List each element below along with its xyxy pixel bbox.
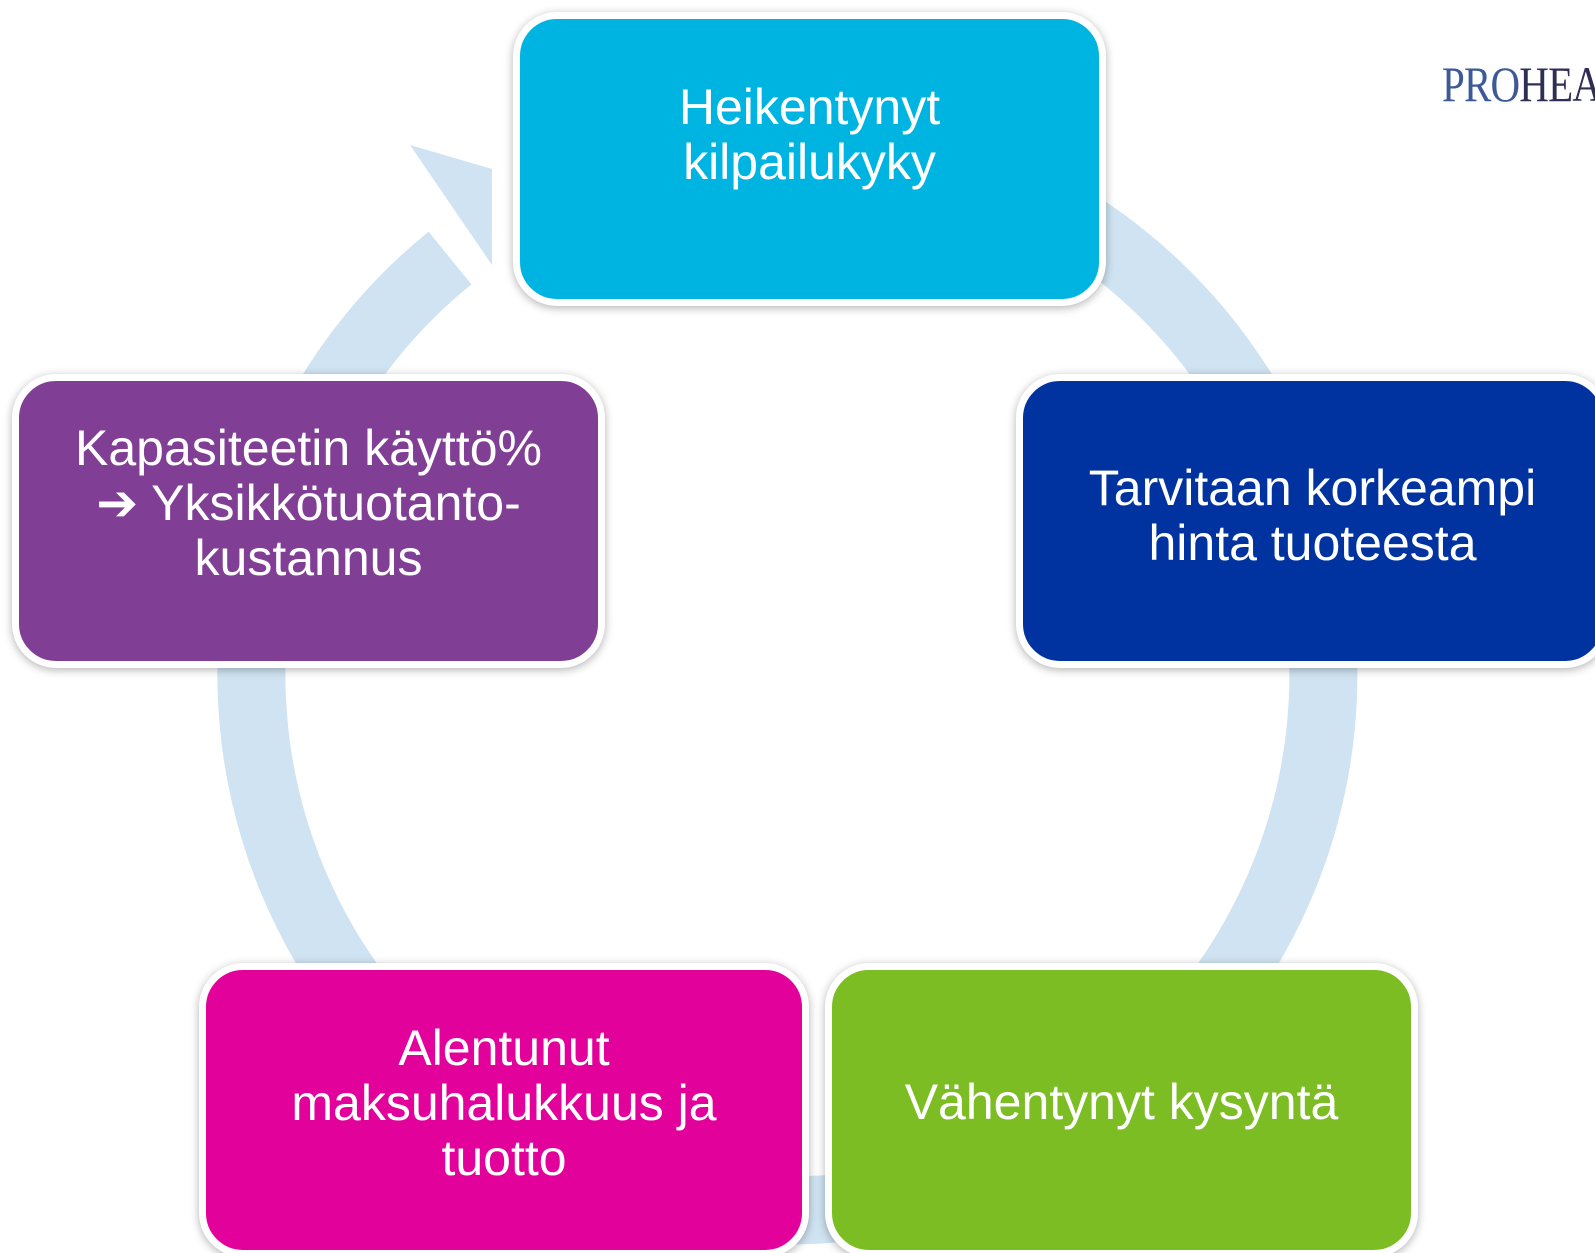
node-label-line: kilpailukyky (683, 134, 936, 190)
company-logo: PROHEA (1442, 54, 1595, 114)
node-label: Vähentynyt kysyntä (904, 1073, 1339, 1130)
node-label-line: Alentunut (398, 1019, 610, 1076)
node-tarvitaan-korkeampi-hinta: Tarvitaan korkeampi hinta tuoteesta (1016, 374, 1595, 668)
node-label-line: tuotto (441, 1129, 567, 1186)
node-label: Tarvitaan korkeampi hinta tuoteesta (1089, 461, 1536, 571)
node-label-line: Tarvitaan korkeampi (1088, 460, 1537, 516)
node-label-line: ➔ Yksikkötuotanto- (96, 474, 521, 531)
logo-text-a: PRO (1442, 56, 1520, 112)
node-label-line: Vähentynyt kysyntä (904, 1073, 1339, 1130)
node-alentunut-maksuhalukkuus: Alentunut maksuhalukkuus ja tuotto (199, 963, 809, 1253)
node-label-line: hinta tuoteesta (1148, 515, 1477, 571)
node-label-line: Heikentynyt (678, 79, 941, 135)
node-label-line: maksuhalukkuus ja (291, 1074, 717, 1131)
node-label-line: kustannus (194, 529, 423, 586)
node-kapasiteetin-kayttoaste: Kapasiteetin käyttö% ➔ Yksikkötuotanto- … (12, 374, 605, 668)
node-label: Heikentynyt kilpailukyky (679, 80, 940, 190)
node-label: Kapasiteetin käyttö% ➔ Yksikkötuotanto- … (75, 419, 542, 586)
node-heikentynyt-kilpailukyky: Heikentynyt kilpailukyky (513, 12, 1106, 306)
node-label-line: Kapasiteetin käyttö% (75, 419, 542, 476)
node-vahentynyt-kysynta: Vähentynyt kysyntä (825, 963, 1418, 1253)
logo-text-b: HEA (1519, 56, 1595, 112)
node-label: Alentunut maksuhalukkuus ja tuotto (291, 1019, 717, 1186)
cycle-arrowhead-icon (410, 145, 492, 265)
